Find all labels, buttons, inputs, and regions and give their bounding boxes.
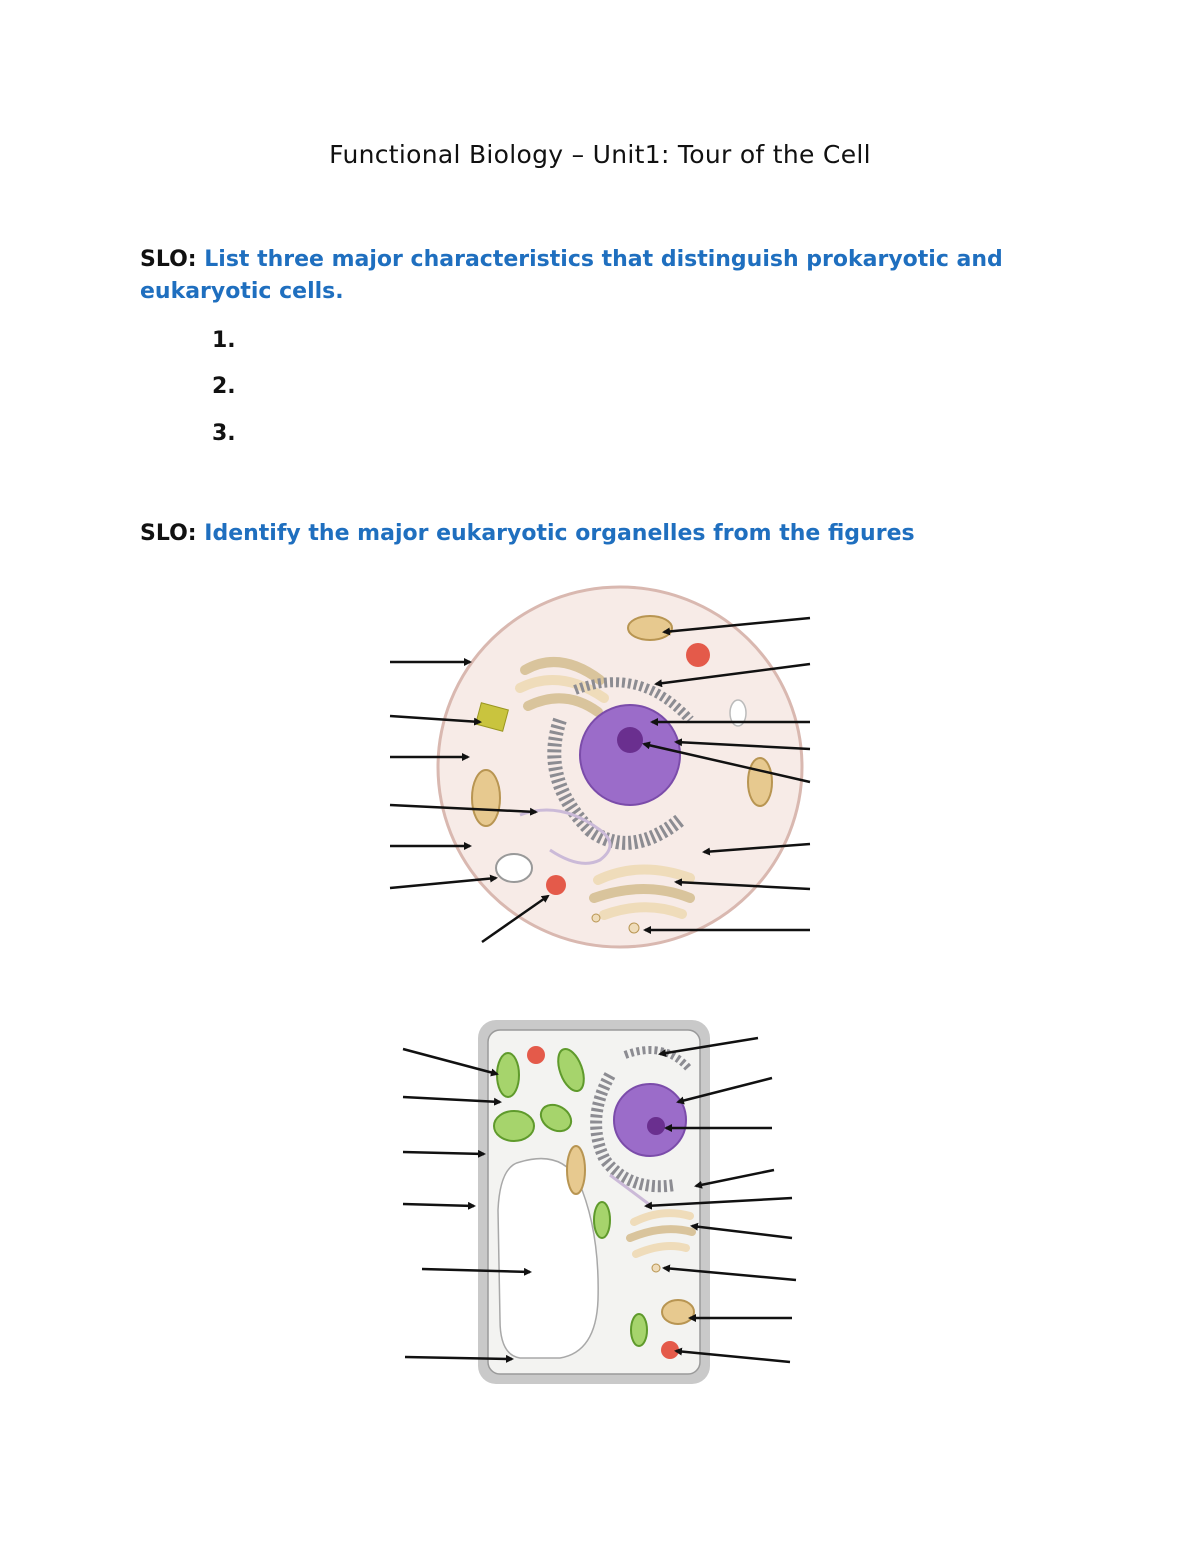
mitochondrion — [566, 1145, 586, 1195]
chloroplast — [630, 1313, 648, 1347]
rough-er — [573, 677, 694, 724]
mitochondrion — [747, 757, 773, 807]
vesicle — [729, 699, 747, 727]
answer-number-2: 2. — [212, 374, 236, 399]
chloroplast — [496, 1052, 520, 1098]
plant-cell-label-arrows — [402, 1036, 797, 1364]
slo-2-label: SLO: — [140, 521, 197, 546]
golgi-apparatus-top — [515, 657, 609, 717]
vacuole — [495, 853, 533, 883]
animal-cell-figure — [389, 585, 811, 949]
golgi-apparatus — [626, 1209, 696, 1258]
slo-1-label: SLO: — [140, 247, 197, 272]
vesicle — [628, 922, 640, 934]
answer-number-1: 1. — [212, 328, 236, 353]
centriole — [475, 702, 509, 732]
slo-1-text: List three major characteristics that di… — [140, 247, 1003, 304]
slo-2-text: Identify the major eukaryotic organelles… — [204, 521, 915, 546]
answer-number-3: 3. — [212, 421, 236, 446]
vesicle — [591, 913, 601, 923]
lysosome — [686, 643, 710, 667]
vesicle — [651, 1263, 661, 1273]
golgi-apparatus-bottom — [589, 864, 695, 920]
chloroplast — [493, 1110, 535, 1142]
nucleolus — [617, 727, 643, 753]
lysosome — [527, 1046, 545, 1064]
chloroplast — [557, 1047, 585, 1093]
mitochondrion — [627, 615, 673, 641]
animal-cell-label-arrows — [389, 616, 811, 944]
page-title: Functional Biology – Unit1: Tour of the … — [329, 140, 871, 169]
plant-cell-figure — [402, 1020, 797, 1384]
chloroplast — [593, 1201, 611, 1239]
smooth-er — [519, 808, 612, 865]
plant-cell — [478, 1020, 710, 1384]
slo-1: SLO: List three major characteristics th… — [140, 244, 1040, 308]
rough-er — [547, 717, 685, 850]
lysosome — [546, 875, 566, 895]
mitochondrion — [661, 1299, 695, 1325]
slo-2: SLO: Identify the major eukaryotic organ… — [140, 518, 1040, 550]
chloroplast — [539, 1103, 573, 1133]
nucleus — [579, 704, 681, 806]
mitochondrion — [471, 769, 501, 827]
nucleolus — [647, 1117, 665, 1135]
